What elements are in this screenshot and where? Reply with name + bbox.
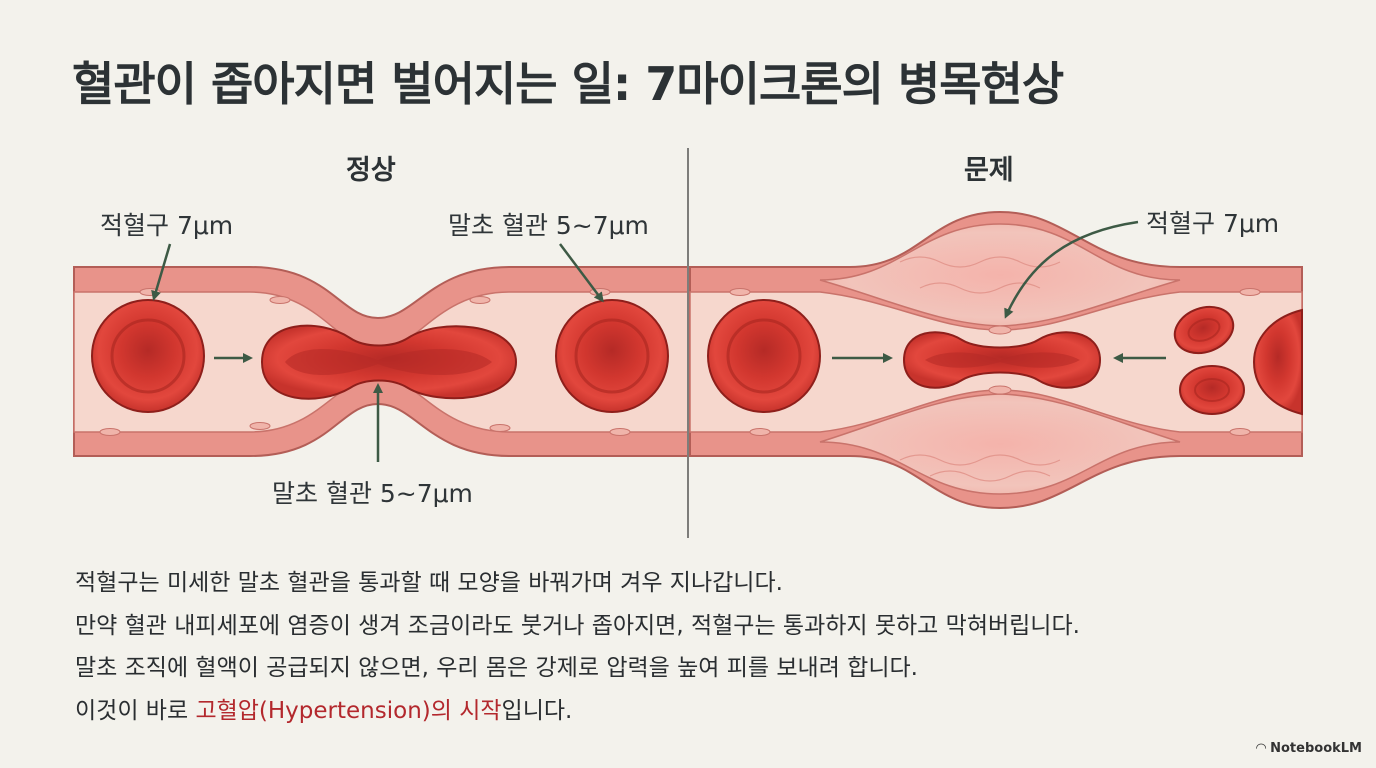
pointer-rbc-problem bbox=[1004, 220, 1139, 319]
brand-name: NotebookLM bbox=[1270, 741, 1362, 756]
rbc-right bbox=[555, 299, 669, 413]
brand-watermark: ◠NotebookLM bbox=[1256, 741, 1362, 756]
rbc-partial bbox=[1252, 308, 1303, 416]
label-rbc-normal: 적혈구 7μm bbox=[100, 211, 234, 240]
rbc-stuck bbox=[902, 331, 1102, 389]
problem-vessel bbox=[689, 210, 1303, 510]
rbc-queued-top bbox=[1173, 305, 1235, 355]
label-capillary-top: 말초 혈관 5~7μm bbox=[448, 211, 649, 240]
label-rbc-problem: 적혈구 7μm bbox=[1146, 209, 1280, 238]
problem-endothelium bbox=[729, 288, 1261, 436]
line-4-prefix: 이것이 바로 bbox=[75, 697, 196, 724]
normal-vessel bbox=[73, 243, 689, 462]
explanation-line-2: 만약 혈관 내피세포에 염증이 생겨 조금이라도 붓거나 좁아지면, 적혈구는 … bbox=[75, 612, 1080, 639]
line-4-suffix: 입니다. bbox=[501, 697, 573, 724]
swelling-bottom bbox=[819, 393, 1181, 495]
rbc-entering bbox=[707, 299, 821, 413]
rbc-squeezing bbox=[260, 324, 518, 400]
explanation-line-4: 이것이 바로 고혈압(Hypertension)의 시작입니다. bbox=[75, 690, 1335, 733]
page-title: 혈관이 좁아지면 벌어지는 일: 7마이크론의 병목현상 bbox=[72, 57, 1064, 111]
swelling-texture bbox=[899, 256, 1061, 482]
swelling-top bbox=[819, 223, 1181, 327]
heading-normal: 정상 bbox=[346, 155, 396, 186]
explanation-line-3: 말초 조직에 혈액이 공급되지 않으면, 우리 몸은 강제로 압력을 높여 피를… bbox=[75, 655, 918, 681]
rbc-left bbox=[91, 299, 205, 413]
heading-problem: 문제 bbox=[964, 155, 1014, 186]
notebooklm-logo-icon: ◠ bbox=[1256, 741, 1267, 756]
explanation-line-1: 적혈구는 미세한 말초 혈관을 통과할 때 모양을 바꿔가며 겨우 지나갑니다. bbox=[75, 570, 783, 596]
pointer-rbc-normal bbox=[151, 243, 172, 301]
hypertension-highlight: 고혈압(Hypertension)의 시작 bbox=[195, 697, 502, 724]
rbc-queued-bottom bbox=[1179, 365, 1245, 415]
pointer-capillary-top bbox=[559, 243, 604, 303]
explanation-text: 적혈구는 미세한 말초 혈관을 통과할 때 모양을 바꿔가며 겨우 지나갑니다.… bbox=[75, 562, 1335, 732]
label-capillary-bottom: 말초 혈관 5~7μm bbox=[272, 479, 473, 508]
